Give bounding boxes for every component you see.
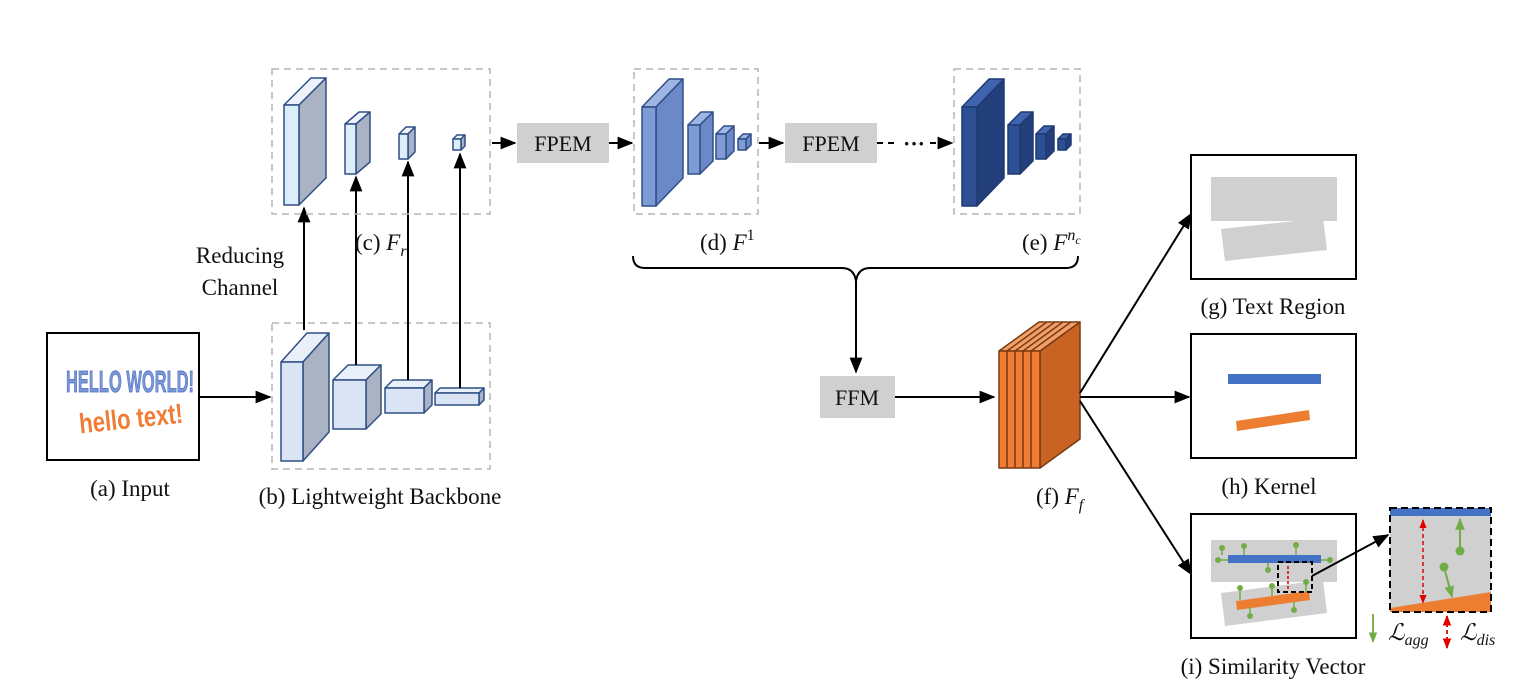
reducing-label-line2: Channel <box>202 275 279 300</box>
zoomed-inset <box>1389 507 1492 613</box>
text-region-caption: (g) Text Region <box>1201 294 1346 319</box>
input-text-line1: HELLO WORLD! <box>66 364 194 399</box>
ff-caption: (f) Ff <box>1036 484 1086 514</box>
fpem-label-2: FPEM <box>802 131 859 156</box>
backbone-dashed-box <box>271 322 491 470</box>
dis-legend-label: ℒdis <box>1460 620 1495 649</box>
zoom-region-marker <box>1277 561 1313 593</box>
arrow-zoom <box>1311 534 1390 577</box>
agg-legend-label: ℒagg <box>1388 620 1429 649</box>
f1-dashed-box <box>633 68 759 215</box>
input-panel: HELLO WORLD! hello text! <box>46 332 200 461</box>
ffm-label: FFM <box>835 385 879 410</box>
ellipsis-dots: ··· <box>903 131 925 156</box>
kernel-panel <box>1190 333 1357 459</box>
ffm-box <box>820 376 895 418</box>
similarity-caption: (i) Similarity Vector <box>1181 654 1366 679</box>
kernel-caption: (h) Kernel <box>1221 474 1316 499</box>
fpem-label-1: FPEM <box>534 131 591 156</box>
similarity-panel <box>1190 513 1357 639</box>
reducing-channel-arrows <box>297 152 467 388</box>
f1-blocks <box>641 78 752 207</box>
fnc-blocks <box>961 78 1072 207</box>
fr-caption: (c) Fr <box>355 230 407 260</box>
fnc-caption: (e) Fnc <box>1022 227 1081 255</box>
output-arrows <box>1079 212 1192 576</box>
input-caption: (a) Input <box>90 476 170 501</box>
fpem-box-1 <box>517 123 609 163</box>
text-region-panel <box>1190 154 1357 280</box>
ff-feature-block <box>998 321 1081 469</box>
fr-blocks <box>283 77 466 206</box>
backbone-caption: (b) Lightweight Backbone <box>259 484 502 509</box>
fr-dashed-box <box>271 68 491 215</box>
aggregation-vectors <box>1215 542 1333 619</box>
fpem-box-2 <box>785 123 877 163</box>
f1-caption: (d) F1 <box>700 227 755 255</box>
reducing-label-line1: Reducing <box>196 243 285 268</box>
features-brace <box>632 255 1079 282</box>
agg-vector-inset-2 <box>1443 566 1454 599</box>
fnc-dashed-box <box>953 68 1081 215</box>
backbone-blocks <box>280 332 485 462</box>
